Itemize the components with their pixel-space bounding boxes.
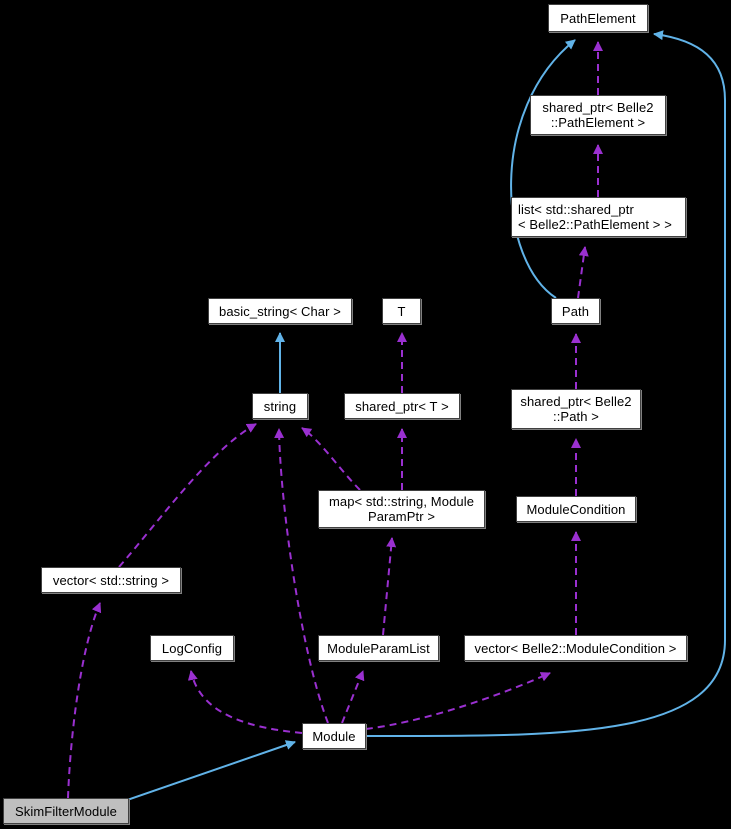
class-node-vector-string[interactable]: vector< std::string >	[41, 567, 181, 593]
class-node-label: shared_ptr< Belle2 ::Path >	[520, 394, 632, 424]
class-node-modulecondition[interactable]: ModuleCondition	[516, 496, 636, 522]
class-node-shared-ptr-pathelement[interactable]: shared_ptr< Belle2 ::PathElement >	[530, 95, 666, 135]
edge-module-to-moduleparamlist	[341, 670, 365, 724]
class-node-label: vector< std::string >	[52, 572, 170, 588]
edge-skimfiltermodule-to-vector-string	[67, 602, 102, 799]
class-node-label: SkimFilterModule	[14, 803, 117, 819]
class-node-label: shared_ptr< T >	[355, 398, 449, 414]
class-node-shared-ptr-t[interactable]: shared_ptr< T >	[344, 393, 460, 419]
edge-module-to-string	[274, 428, 329, 724]
class-node-string[interactable]: string	[252, 393, 308, 419]
class-node-moduleparamlist[interactable]: ModuleParamList	[318, 635, 439, 661]
class-node-label: Module	[312, 728, 356, 744]
edge-path-to-pathelement	[510, 39, 576, 299]
edge-module-to-vector-modulecondition	[365, 672, 551, 730]
class-node-map-string-moduleparamptr[interactable]: map< std::string, Module ParamPtr >	[318, 490, 485, 528]
edge-map-to-string	[301, 427, 361, 491]
edge-module-to-logconfig	[187, 670, 303, 734]
class-node-label: PathElement	[560, 10, 636, 26]
edge-vector-string-to-string	[118, 423, 257, 568]
class-node-pathelement[interactable]: PathElement	[548, 4, 648, 32]
class-node-label: ModuleCondition	[526, 501, 626, 517]
class-node-label: map< std::string, Module ParamPtr >	[328, 494, 475, 524]
edge-skimfiltermodule-to-module	[109, 740, 296, 807]
class-node-label: ModuleParamList	[327, 640, 430, 656]
class-node-skimfiltermodule[interactable]: SkimFilterModule	[3, 798, 129, 824]
class-node-module[interactable]: Module	[302, 723, 366, 749]
class-node-vector-modulecondition[interactable]: vector< Belle2::ModuleCondition >	[464, 635, 687, 661]
class-node-label: Path	[561, 303, 590, 319]
class-node-shared-ptr-path[interactable]: shared_ptr< Belle2 ::Path >	[511, 389, 641, 429]
class-node-label: shared_ptr< Belle2 ::PathElement >	[542, 100, 654, 130]
class-node-label: list< std::shared_ptr < Belle2::PathElem…	[518, 202, 672, 232]
class-node-label: LogConfig	[161, 640, 223, 656]
class-node-list-shared-ptr-pathelement[interactable]: list< std::shared_ptr < Belle2::PathElem…	[511, 197, 686, 237]
class-node-logconfig[interactable]: LogConfig	[150, 635, 234, 661]
class-node-basic-string[interactable]: basic_string< Char >	[208, 298, 352, 324]
class-node-label: basic_string< Char >	[219, 303, 341, 319]
class-node-label: string	[263, 398, 297, 414]
edge-module-to-pathelement	[365, 30, 726, 738]
edge-moduleparamlist-to-map	[382, 537, 397, 636]
class-node-path[interactable]: Path	[551, 298, 600, 324]
edge-path-to-list	[577, 246, 589, 299]
class-node-t[interactable]: T	[382, 298, 421, 324]
class-node-label: vector< Belle2::ModuleCondition >	[474, 640, 677, 656]
class-node-label: T	[397, 303, 406, 319]
